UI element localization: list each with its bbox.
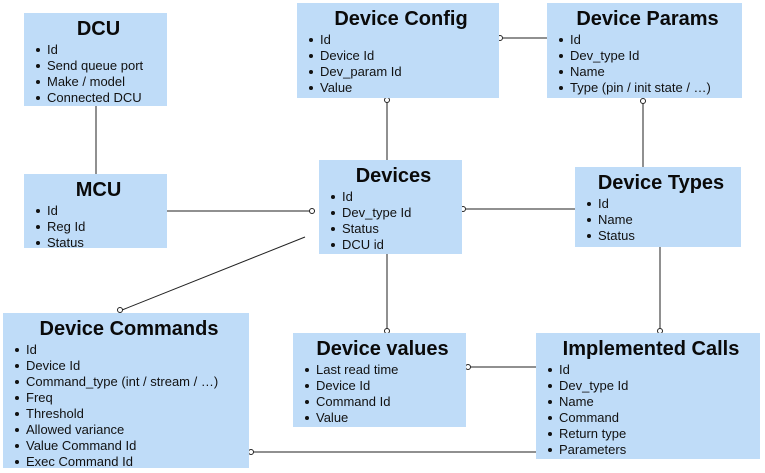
entity-title: Device Config (334, 8, 468, 30)
field-item: Name (585, 212, 737, 228)
entity-device-values[interactable]: Device values Last read time Device Id C… (293, 333, 466, 427)
connector-endpoint (465, 364, 471, 370)
field-item: Status (585, 228, 737, 244)
field-item: Id (557, 32, 738, 48)
field-item: Id (329, 189, 458, 205)
field-item: Value Command Id (13, 438, 245, 454)
field-list: Id Name Status (585, 196, 737, 244)
connector-devices-device-commands (121, 236, 306, 311)
connector-endpoint (309, 208, 315, 214)
connector-endpoint (640, 98, 646, 104)
field-item: Make / model (34, 74, 163, 90)
entity-mcu[interactable]: MCU Id Reg Id Status (24, 174, 167, 251)
field-item: Type (pin / init state / …) (557, 80, 738, 96)
field-item: Device Id (13, 358, 245, 374)
field-item: Name (557, 64, 738, 80)
field-item: Command (546, 410, 756, 426)
field-item: Device Id (303, 378, 462, 394)
field-item: Last read time (303, 362, 462, 378)
entity-dcu[interactable]: DCU Id Send queue port Make / model Conn… (24, 13, 167, 106)
field-item: Command_type (int / stream / …) (13, 374, 245, 390)
field-item: Id (34, 203, 163, 219)
field-item: Dev_param Id (307, 64, 495, 80)
field-item: DCU id (329, 237, 458, 253)
entity-title: Device Commands (39, 318, 219, 340)
field-item: Connected DCU (34, 90, 163, 106)
entity-device-commands[interactable]: Device Commands Id Device Id Command_typ… (3, 313, 249, 470)
field-item: Value (303, 410, 462, 426)
field-item: Parameters (546, 442, 756, 458)
field-item: Id (307, 32, 495, 48)
entity-title: Devices (355, 165, 432, 187)
field-item: Dev_type Id (557, 48, 738, 64)
entity-devices[interactable]: Devices Id Dev_type Id Status DCU id (319, 160, 462, 254)
field-item: Status (34, 235, 163, 251)
field-item: Command Id (303, 394, 462, 410)
entity-title: MCU (75, 179, 122, 201)
field-list: Id Device Id Command_type (int / stream … (13, 342, 245, 470)
entity-implemented-calls[interactable]: Implemented Calls Id Dev_type Id Name Co… (536, 333, 760, 459)
field-item: Dev_type Id (329, 205, 458, 221)
field-item: Freq (13, 390, 245, 406)
field-item: Value (307, 80, 495, 96)
field-list: Id Reg Id Status (34, 203, 163, 251)
field-item: Id (13, 342, 245, 358)
field-item: Dev_type Id (546, 378, 756, 394)
field-item: Reg Id (34, 219, 163, 235)
field-item: Allowed variance (13, 422, 245, 438)
entity-title: Device values (316, 338, 449, 360)
field-item: Id (585, 196, 737, 212)
field-list: Id Dev_type Id Name Type (pin / init sta… (557, 32, 738, 96)
field-list: Id Send queue port Make / model Connecte… (34, 42, 163, 106)
field-item: Id (546, 362, 756, 378)
field-list: Id Dev_type Id Status DCU id (329, 189, 458, 253)
connector-endpoint (384, 97, 390, 103)
field-item: Status (329, 221, 458, 237)
entity-device-types[interactable]: Device Types Id Name Status (575, 167, 741, 247)
entity-title: Implemented Calls (562, 338, 740, 360)
entity-device-config[interactable]: Device Config Id Device Id Dev_param Id … (297, 3, 499, 98)
field-item: Exec Command Id (13, 454, 245, 470)
entity-title: Device Params (576, 8, 719, 30)
field-item: Threshold (13, 406, 245, 422)
field-item: Return type (546, 426, 756, 442)
field-list: Id Device Id Dev_param Id Value (307, 32, 495, 96)
entity-title: Device Types (597, 172, 725, 194)
field-item: Device Id (307, 48, 495, 64)
field-item: Send queue port (34, 58, 163, 74)
field-list: Last read time Device Id Command Id Valu… (303, 362, 462, 426)
field-list: Id Dev_type Id Name Command Return type … (546, 362, 756, 458)
entity-device-params[interactable]: Device Params Id Dev_type Id Name Type (… (547, 3, 742, 98)
field-item: Name (546, 394, 756, 410)
field-item: Id (34, 42, 163, 58)
entity-title: DCU (76, 18, 121, 40)
connector-endpoint (248, 449, 254, 455)
connector-endpoint (117, 307, 123, 313)
